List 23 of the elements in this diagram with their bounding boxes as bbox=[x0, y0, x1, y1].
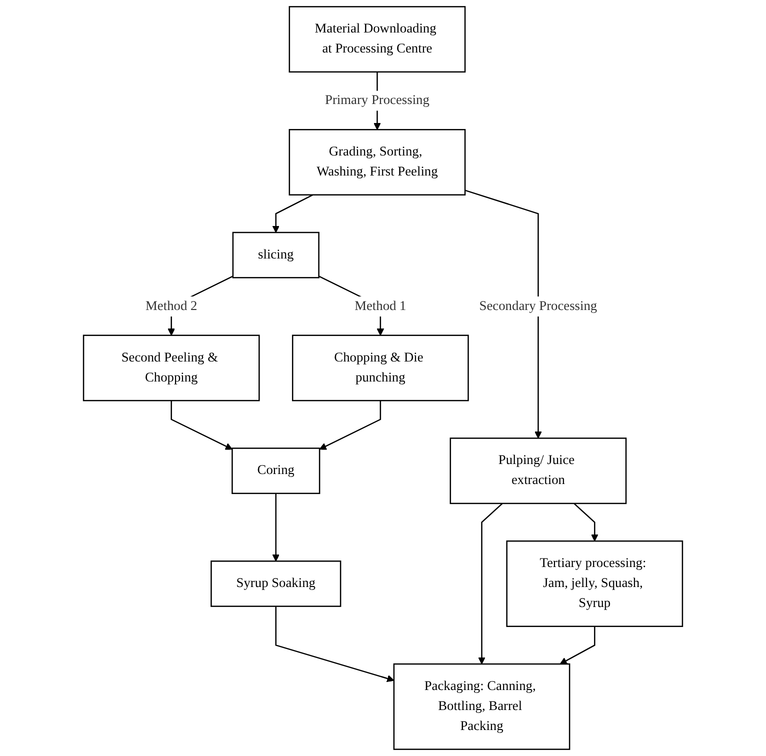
node-box: Material Downloading at Processing Centre bbox=[288, 6, 466, 73]
node-box: Chopping & Die punching bbox=[292, 334, 469, 402]
arrow bbox=[464, 190, 542, 439]
edge-label: Method 1 bbox=[354, 298, 406, 314]
arrow bbox=[170, 400, 233, 450]
arrow bbox=[574, 502, 598, 542]
arrow bbox=[478, 502, 503, 664]
edge-label: Method 2 bbox=[146, 298, 198, 314]
edge-label: Secondary Processing bbox=[479, 298, 598, 314]
node-box: Grading, Sorting, Washing, First Peeling bbox=[288, 129, 466, 196]
node-box: slicing bbox=[232, 232, 320, 278]
node-box: Coring bbox=[232, 448, 320, 494]
node-box: Tertiary processing: Jam, jelly, Squash, Syrup bbox=[506, 540, 684, 627]
arrow bbox=[319, 400, 382, 450]
node-box: Second Peeling & Chopping bbox=[82, 334, 260, 402]
node-box: Syrup Soaking bbox=[210, 560, 342, 607]
arrow bbox=[272, 194, 314, 233]
node-box: Pulping/ Juice extraction bbox=[450, 438, 627, 504]
arrow bbox=[275, 606, 394, 682]
arrow bbox=[560, 626, 596, 664]
edge-label: Primary Processing bbox=[325, 93, 430, 108]
arrow bbox=[272, 493, 280, 562]
node-box: Packaging: Canning, Bottling, Barrel Packing bbox=[393, 663, 570, 750]
